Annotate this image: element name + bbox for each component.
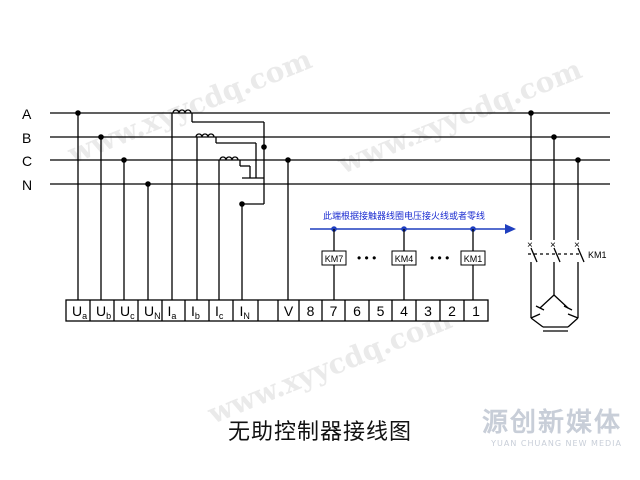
diagram-title: 无助控制器接线图: [227, 420, 412, 445]
terminal-uc: Uc: [120, 303, 135, 321]
note-text: 此端根据接触器线圈电压接火线或者零线: [323, 210, 485, 222]
ellipsis-1: • • •: [357, 251, 376, 265]
terminal-4: 4: [400, 303, 408, 319]
junction-dot: [239, 201, 245, 207]
terminal-ib: Ib: [191, 303, 200, 321]
terminal-v: V: [284, 303, 294, 319]
ct-coil: [184, 109, 192, 114]
wire: [539, 294, 555, 309]
contact-mark: ×: [574, 240, 580, 251]
terminal-ua: Ua: [72, 303, 87, 321]
wire: [567, 313, 579, 319]
wire: [530, 313, 541, 319]
ellipsis-2: • • •: [430, 251, 449, 265]
terminal-7: 7: [330, 303, 338, 319]
contactor-blade: [530, 247, 538, 263]
contactor-label: KM1: [588, 250, 607, 260]
contactor-blade: [553, 247, 561, 263]
terminal-6: 6: [353, 303, 361, 319]
terminal-un: UN: [144, 303, 161, 321]
brand-subtitle: YUAN CHUANG NEW MEDIA: [491, 439, 622, 448]
wire: [530, 317, 544, 328]
terminal-in: IN: [240, 303, 250, 321]
relay-label-km1: KM1: [464, 254, 483, 264]
wire: [567, 317, 579, 328]
terminal-3: 3: [424, 303, 432, 319]
terminal-5: 5: [377, 303, 385, 319]
brand-logo: 源创新媒体 YUAN CHUANG NEW MEDIA: [482, 402, 622, 448]
contact-mark: ×: [550, 240, 556, 251]
bus-label-c: C: [22, 153, 32, 169]
ct-coil: [231, 156, 239, 161]
junction-dot: [261, 144, 267, 150]
bus-label-b: B: [22, 130, 31, 146]
relay-label-km7: KM7: [325, 254, 344, 264]
terminal-2: 2: [448, 303, 456, 319]
terminal-ub: Ub: [96, 303, 111, 321]
terminal-8: 8: [307, 303, 315, 319]
wire: [535, 305, 545, 311]
ct-coil: [207, 133, 215, 138]
contact-mark: ×: [527, 240, 533, 251]
terminal-ia: Ia: [168, 303, 177, 321]
arrow-head: [505, 224, 516, 234]
terminal-strip: [65, 299, 489, 322]
relay-label-km4: KM4: [395, 254, 414, 264]
bus-label-n: N: [22, 177, 32, 193]
brand-name: 源创新媒体: [481, 408, 622, 438]
terminal-ic: Ic: [215, 303, 224, 321]
wire: [553, 294, 569, 309]
wire: [563, 305, 573, 311]
contactor-blade: [577, 247, 585, 263]
terminal-1: 1: [472, 303, 480, 319]
bus-label-a: A: [22, 106, 32, 122]
